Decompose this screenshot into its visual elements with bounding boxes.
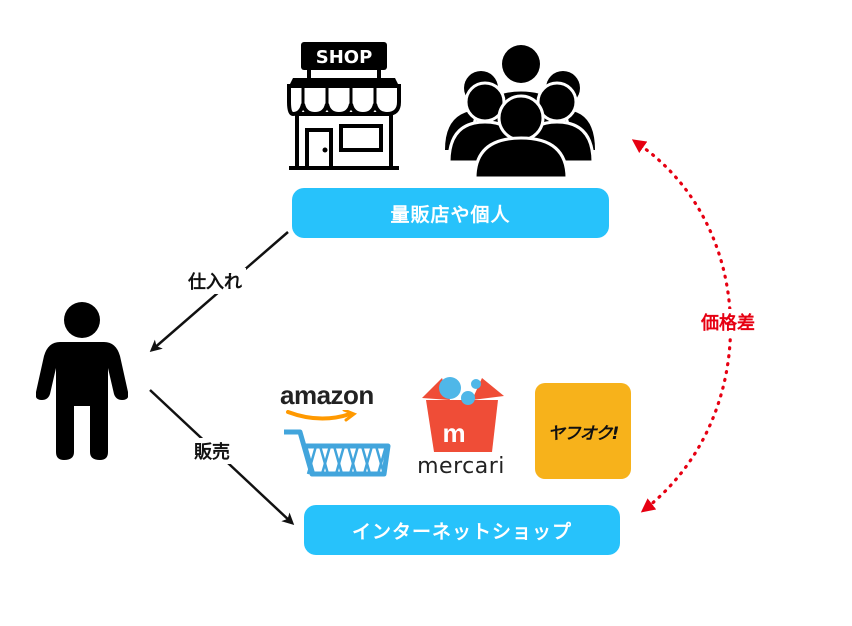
yahuoku-logo: ヤフオク!	[535, 383, 631, 479]
amazon-logo: amazon	[280, 380, 392, 480]
mercari-wordmark: mercari	[417, 454, 505, 479]
price-gap-label: 価格差	[697, 309, 759, 335]
mercari-box-icon: m	[422, 377, 504, 452]
mercari-logo: m mercari	[412, 372, 510, 482]
purchase-label: 仕入れ	[184, 268, 246, 294]
shop-sign-text: SHOP	[316, 47, 373, 68]
yahuoku-wordmark: ヤフオク!	[547, 423, 619, 444]
amazon-cart-icon	[284, 410, 391, 477]
sell-label: 販売	[190, 438, 234, 464]
amazon-wordmark: amazon	[280, 380, 374, 410]
person-icon	[36, 302, 128, 460]
crowd-icon	[445, 42, 595, 178]
mercari-box-letter: m	[442, 418, 465, 448]
online-shop-label: インターネットショップ	[304, 505, 620, 555]
shop-icon: SHOP	[287, 42, 401, 170]
retailer-label: 量販店や個人	[292, 188, 609, 238]
